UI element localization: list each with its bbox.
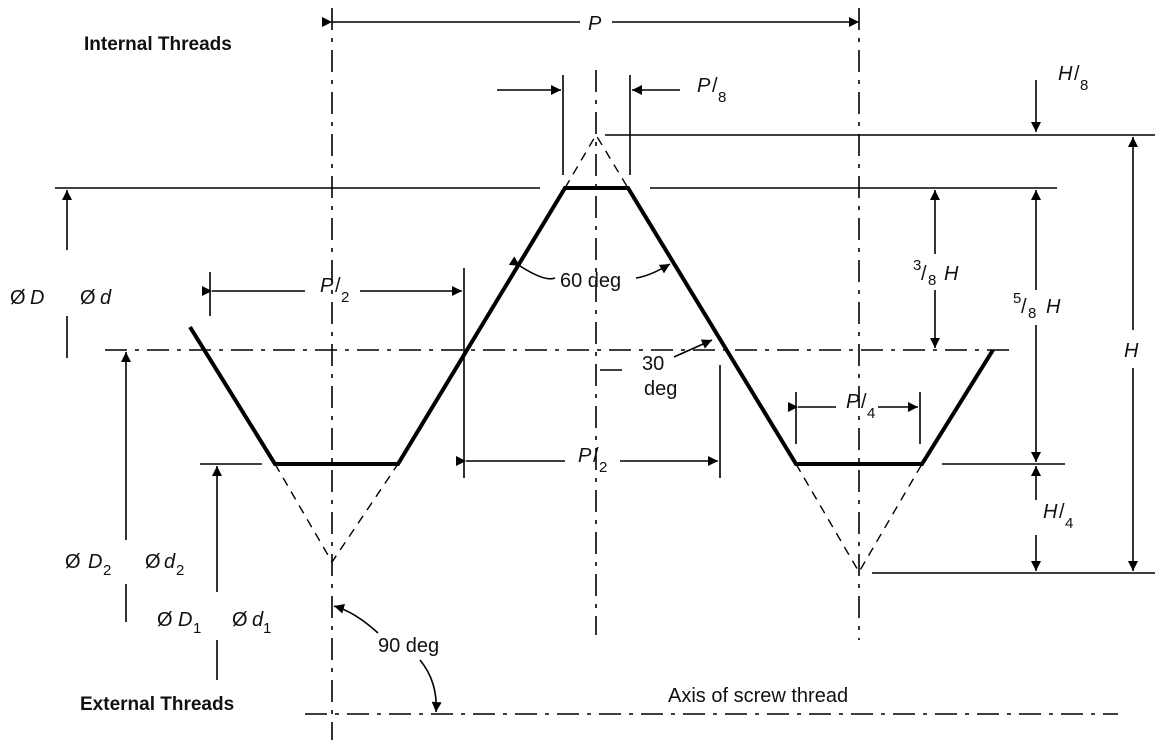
ninety-deg-label: 90 deg <box>378 635 439 657</box>
h8-slash: / <box>1074 63 1080 85</box>
h4-slash: / <box>1059 501 1065 523</box>
h4-H: H <box>1043 501 1058 523</box>
dia-D1-sub: 1 <box>193 620 201 637</box>
sharp-crest-dashes <box>564 133 629 189</box>
h8-den: 8 <box>1080 77 1088 94</box>
p8-den: 8 <box>718 89 726 106</box>
dia-D2: D <box>88 551 102 573</box>
h4-den: 4 <box>1065 515 1073 532</box>
p4-P: P <box>846 391 860 413</box>
h8-H: H <box>1058 63 1073 85</box>
dia-D2-sub: 2 <box>103 562 111 579</box>
p2-upper-slash: / <box>335 275 341 297</box>
five-eighth-slash: / <box>1021 296 1027 318</box>
p2-upper-P: P <box>320 275 334 297</box>
thirty-label-2: deg <box>644 378 677 400</box>
dia-D2-sym: Ø <box>65 551 81 573</box>
dia-d1-sym: Ø <box>232 609 248 631</box>
axis-label: Axis of screw thread <box>668 685 848 707</box>
thread-profile <box>188 186 995 466</box>
dia-d: d <box>100 287 112 309</box>
p2-lower-den: 2 <box>599 459 607 476</box>
sharp-root-dashes-right <box>795 463 923 574</box>
p2-lower-P: P <box>578 445 592 467</box>
dia-d2-sym: Ø <box>145 551 161 573</box>
p2-lower-slash: / <box>593 445 599 467</box>
p8-slash: / <box>712 75 718 97</box>
five-eighth-num: 5 <box>1013 290 1021 307</box>
five-eighth-den: 8 <box>1028 305 1036 322</box>
dia-d2: d <box>164 551 176 573</box>
internal-threads-title: Internal Threads <box>84 34 232 55</box>
h-label: H <box>1124 340 1139 362</box>
p4-den: 4 <box>867 405 875 422</box>
pitch-label: P <box>588 13 602 35</box>
dia-D-sym: Ø <box>10 287 26 309</box>
ninety-arrow-down <box>419 659 442 713</box>
three-eighth-num: 3 <box>913 257 921 274</box>
three-eighth-slash: / <box>921 263 927 285</box>
ninety-arrow-up <box>333 603 379 634</box>
p8-P: P <box>697 75 711 97</box>
dia-D1: D <box>178 609 192 631</box>
sixty-arc-right <box>635 263 671 279</box>
three-eighth-H: H <box>944 263 959 285</box>
p2-upper-den: 2 <box>341 289 349 306</box>
sharp-root-dashes-left <box>274 463 399 564</box>
p4-slash: / <box>861 391 867 413</box>
dia-d1: d <box>252 609 264 631</box>
dia-D1-sym: Ø <box>157 609 173 631</box>
dia-d-sym: Ø <box>80 287 96 309</box>
dia-D: D <box>30 287 44 309</box>
external-threads-title: External Threads <box>80 694 234 715</box>
five-eighth-H: H <box>1046 296 1061 318</box>
dia-d1-sub: 1 <box>263 620 271 637</box>
thirty-label-1: 30 <box>642 353 664 375</box>
dia-d2-sub: 2 <box>176 562 184 579</box>
sixty-deg-label: 60 deg <box>560 270 621 292</box>
sixty-arc-left <box>508 256 556 280</box>
three-eighth-den: 8 <box>928 272 936 289</box>
thirty-arrow <box>673 339 713 358</box>
